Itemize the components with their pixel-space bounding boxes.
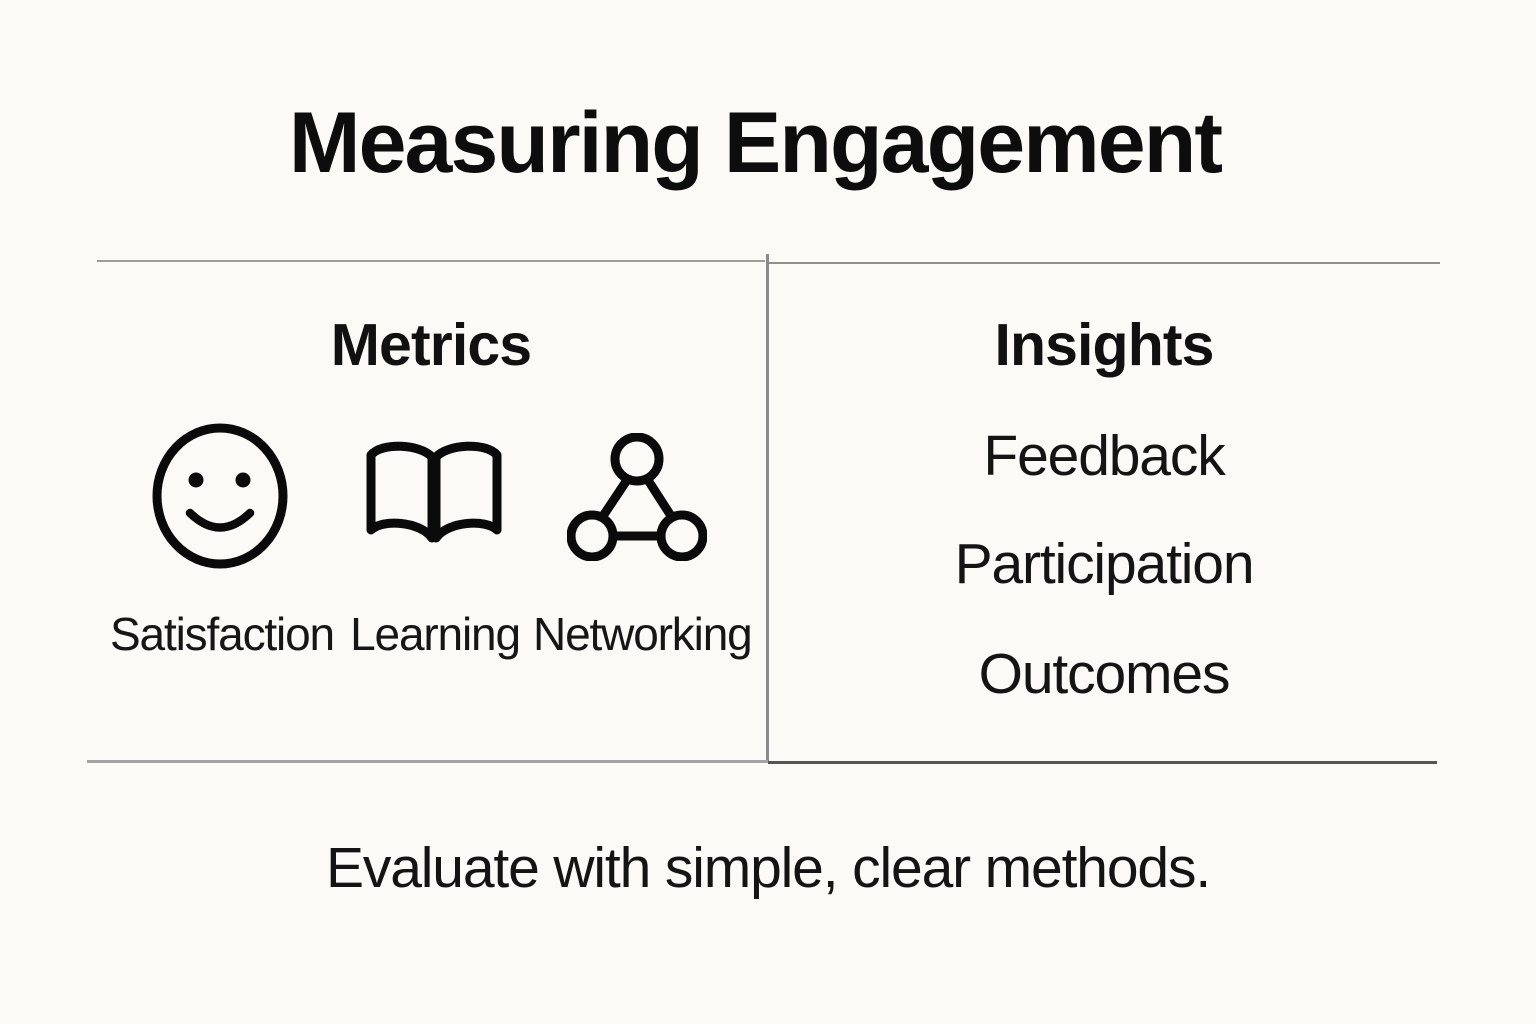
- network-nodes-icon: [567, 433, 707, 561]
- slide-caption: Evaluate with simple, clear methods.: [325, 836, 1211, 900]
- open-book-icon: [361, 431, 507, 564]
- insight-item-outcomes: Outcomes: [978, 642, 1231, 706]
- metric-label-learning: Learning: [350, 608, 521, 660]
- insights-heading: Insights: [994, 312, 1214, 378]
- metrics-heading: Metrics: [330, 312, 532, 378]
- insight-item-participation: Participation: [954, 532, 1255, 596]
- top-divider-right: [768, 262, 1440, 264]
- smiley-face-icon: [150, 423, 290, 571]
- metric-label-satisfaction: Satisfaction: [110, 608, 335, 660]
- bottom-divider-right: [768, 761, 1437, 764]
- metric-label-networking: Networking: [533, 608, 753, 660]
- top-divider-left: [97, 260, 765, 262]
- column-divider: [766, 254, 769, 763]
- page-title: Measuring Engagement: [288, 95, 1223, 191]
- insight-item-feedback: Feedback: [983, 424, 1225, 488]
- bottom-divider-left: [87, 760, 768, 763]
